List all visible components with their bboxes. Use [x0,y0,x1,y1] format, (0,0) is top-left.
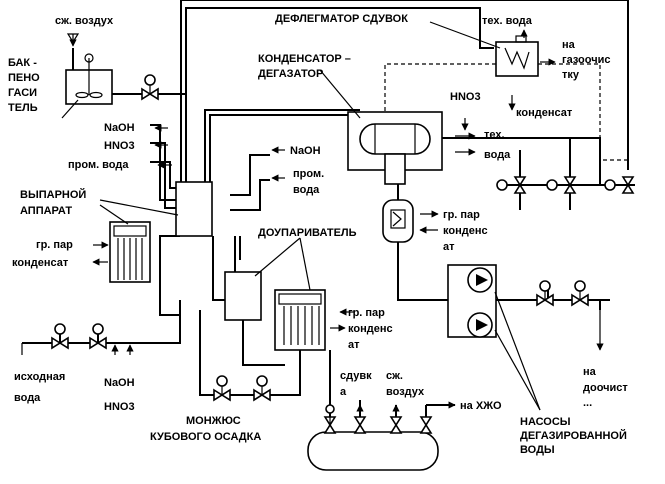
condensate-mid-label-1: конденс [443,225,488,237]
valve [419,416,433,434]
tech-water-mid-label-2: вода [484,149,511,161]
blowoff-label-2: а [340,386,347,398]
evaporator [109,181,213,283]
evaporator-label-2: АППАРАТ [20,205,72,217]
post-treatment-label-2: доочист [583,382,628,394]
valve [353,416,367,434]
valve [604,176,635,194]
valve [51,323,69,350]
post-treatment-label-3: ... [583,397,592,409]
montejus-label-1: МОНЖЮС [186,415,241,427]
steam-left-label: гр. пар [36,239,73,251]
gas-cleaning-label-2: газоочис [562,54,610,66]
valve [571,280,589,307]
montejus-label-2: КУБОВОГО ОСАДКА [150,431,261,443]
post-evaporator-label: ДОУПАРИВАТЕЛЬ [258,227,357,239]
quench-tank-label-2: ПЕНО [8,72,40,84]
source-water-label-2: вода [14,392,41,404]
valve [536,280,554,307]
steam-lower-label: гр. пар [348,307,385,319]
leader-lines [61,21,541,411]
air-top-label: сж. воздух [55,15,114,27]
steam-mid-label: гр. пар [443,209,480,221]
degasser-heater [382,199,414,243]
hno3-left-label: HNO3 [104,140,135,152]
valve [253,375,271,402]
quench-tank-label-1: БАК - [8,57,37,69]
condensate-lower-label-2: ат [348,339,360,351]
process-water-center-label-1: пром. [293,168,324,180]
air-filter-top [66,33,80,44]
condensate-mid-label-2: ат [443,241,455,253]
naoh-center-label: NaOH [290,145,321,157]
air-bottom-label-1: сж. [386,370,403,382]
valves [51,74,635,434]
condensate-right-label: конденсат [516,107,573,119]
gas-cleaning-label-1: на [562,39,576,51]
condensate-left-label: конденсат [12,257,69,269]
condensate-lower-label-1: конденс [348,323,393,335]
pumps-label-3: ВОДЫ [520,444,555,456]
valve [141,74,159,101]
hno3-mid-label: HNO3 [450,91,481,103]
dephlegmator-label: ДЕФЛЕГМАТОР СДУВОК [275,13,408,25]
tech-water-top-label: тех. вода [482,15,533,27]
valve [389,416,403,434]
pumps-label-2: ДЕГАЗИРОВАННОЙ [520,429,627,442]
quench-tank-label-4: ТЕЛЬ [8,102,38,114]
tech-water-mid-label-1: тех. [484,129,505,141]
blowoff-label-1: сдувк [340,370,372,382]
to-lrw-label: на ХЖО [460,400,502,412]
quench-tank-label-3: ГАСИ [8,87,37,99]
naoh-bottom-label: NaOH [104,377,135,389]
valve [546,176,577,194]
degassed-water-pumps [447,264,497,338]
gas-cleaning-label-3: тку [562,69,580,81]
valve [323,404,337,434]
bottoms-montejus [307,431,439,471]
valve [496,176,527,194]
air-bottom-label-2: воздух [386,386,425,398]
labels: сж. воздух БАК - ПЕНО ГАСИ ТЕЛЬ ДЕФЛЕГМА… [8,13,628,456]
process-water-left-label: пром. вода [68,159,129,171]
foam-quench-tank [65,53,113,105]
source-water-label-1: исходная [14,371,65,383]
condenser-degasser-label-1: КОНДЕНСАТОР – [258,53,351,65]
evaporator-label-1: ВЫПАРНОЙ [20,188,86,201]
condenser-degasser-label-2: ДЕГАЗАТОР [258,68,323,80]
process-water-center-label-2: вода [293,184,320,196]
valve [89,323,107,350]
post-treatment-label-1: на [583,366,597,378]
pumps-label-1: НАСОСЫ [520,416,571,428]
post-evaporator [224,271,326,351]
dephlegmator [495,35,539,77]
valve [213,375,231,402]
hno3-bottom-label: HNO3 [104,401,135,413]
naoh-left-label: NaOH [104,122,135,134]
condenser-degasser [347,111,443,185]
